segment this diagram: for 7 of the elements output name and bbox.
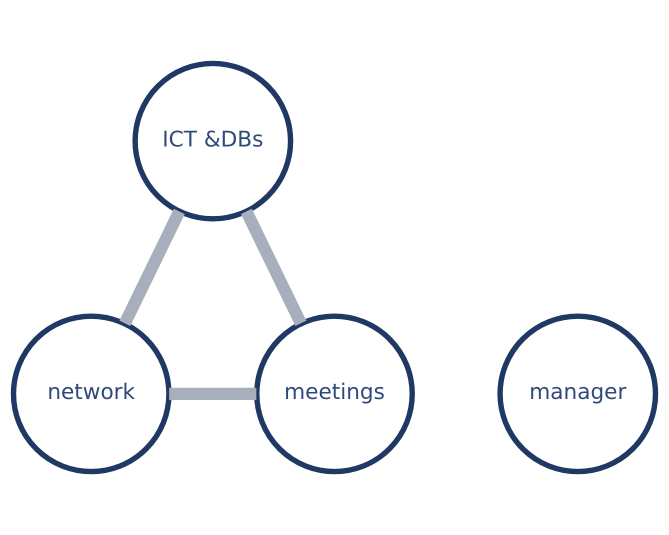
connector [240, 208, 306, 326]
connector [119, 208, 185, 326]
node-circle: network [10, 313, 172, 474]
node-circle: meetings [254, 313, 415, 474]
node-circle: manager [497, 313, 658, 474]
node-circle: ICT &DBs [132, 60, 294, 222]
connector [169, 388, 256, 400]
